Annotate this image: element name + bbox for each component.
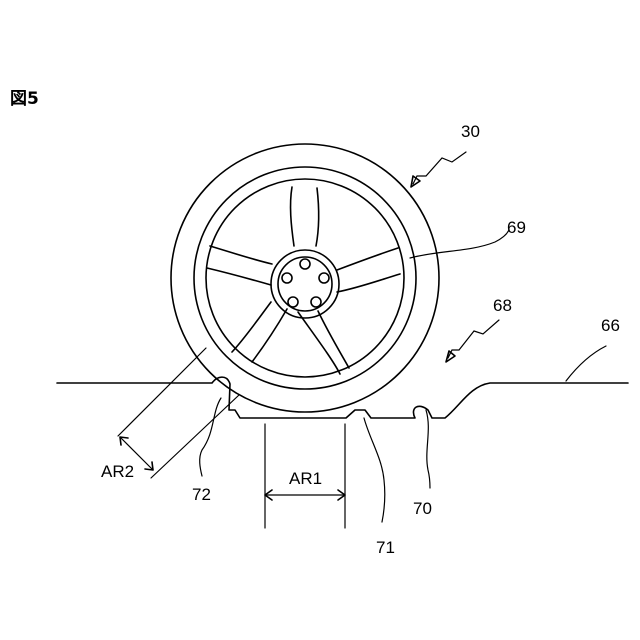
label-72: 72	[192, 485, 211, 504]
hub-outer	[271, 250, 339, 318]
label-69: 69	[507, 218, 526, 237]
label-30: 30	[461, 122, 480, 141]
label-ar1: AR1	[289, 469, 322, 488]
tire-outer	[171, 144, 439, 412]
leader-68	[448, 320, 499, 358]
rim-outer	[194, 167, 416, 389]
figure-title: 図5	[10, 89, 39, 109]
leader-69	[410, 230, 509, 258]
leader-30	[413, 152, 466, 184]
wheel-spokes	[207, 187, 400, 374]
label-71: 71	[376, 538, 395, 557]
ar2-dimension	[118, 348, 239, 478]
arrow-30	[411, 176, 420, 187]
lug-nuts	[282, 259, 329, 307]
label-ar2: AR2	[101, 462, 134, 481]
leader-72	[200, 398, 221, 476]
arrow-68	[446, 351, 455, 362]
label-66: 66	[601, 316, 620, 335]
label-70: 70	[413, 499, 432, 518]
leader-70	[426, 410, 430, 488]
leader-66	[566, 346, 606, 381]
leader-71	[364, 418, 385, 522]
hub-inner	[278, 257, 332, 311]
label-68: 68	[493, 296, 512, 315]
